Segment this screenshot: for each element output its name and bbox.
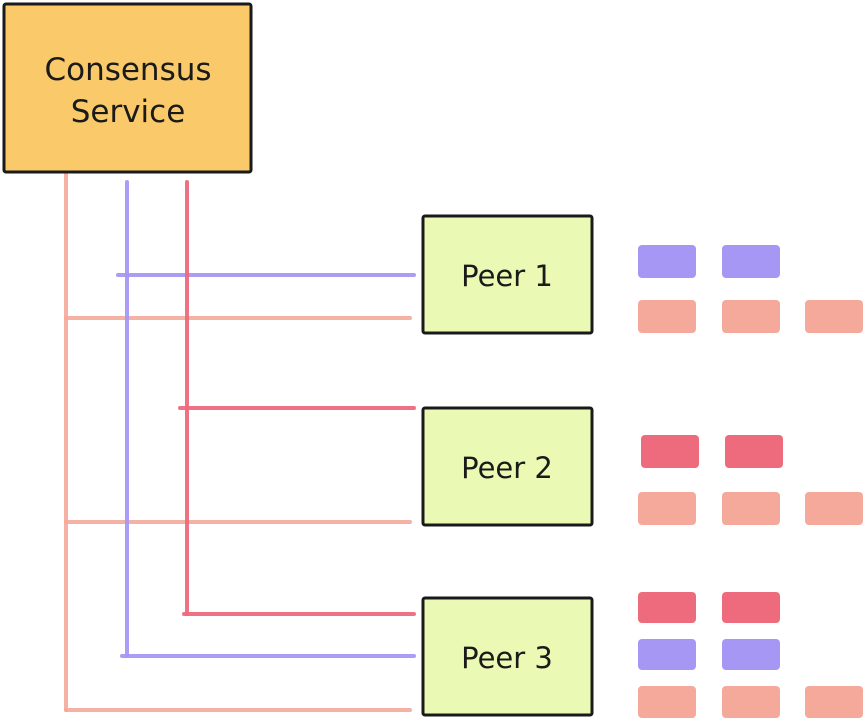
peer-3-salmon-block-2 — [722, 686, 780, 718]
peer-2-red-block-1 — [641, 435, 699, 468]
peer-3-ledger — [638, 592, 863, 718]
peer-3-red-block-1 — [638, 592, 696, 623]
peer-1-ledger — [638, 245, 863, 333]
peer-2-red-block-2 — [725, 435, 783, 468]
peer-1-salmon-block-1 — [638, 300, 696, 333]
peer-3-salmon-block-3 — [805, 686, 863, 718]
peer-2-salmon-block-2 — [722, 492, 780, 525]
consensus-service-box: Consensus Service — [2, 2, 253, 174]
peer-3-box: Peer 3 — [421, 596, 594, 717]
peer-3-salmon-block-1 — [638, 686, 696, 718]
peer-3-purple-block-1 — [638, 639, 696, 670]
channel-lines — [64, 170, 416, 712]
peer-2-ledger — [638, 435, 863, 525]
peer-1-salmon-block-2 — [722, 300, 780, 333]
peer-1-purple-block-2 — [722, 245, 780, 278]
consensus-label-line1: Consensus — [44, 52, 211, 88]
peer-3-purple-block-2 — [722, 639, 780, 670]
peer-1-purple-block-1 — [638, 245, 696, 278]
peer-1-salmon-block-3 — [805, 300, 863, 333]
consensus-label-line2: Service — [71, 94, 186, 130]
peer-1-box: Peer 1 — [421, 214, 594, 335]
peer-2-box: Peer 2 — [421, 406, 594, 527]
peer-2-salmon-block-1 — [638, 492, 696, 525]
peer-2-label: Peer 2 — [461, 451, 553, 485]
peer-3-label: Peer 3 — [461, 641, 553, 675]
peer-1-label: Peer 1 — [461, 259, 553, 293]
peer-3-red-block-2 — [722, 592, 780, 623]
peer-2-salmon-block-3 — [805, 492, 863, 525]
